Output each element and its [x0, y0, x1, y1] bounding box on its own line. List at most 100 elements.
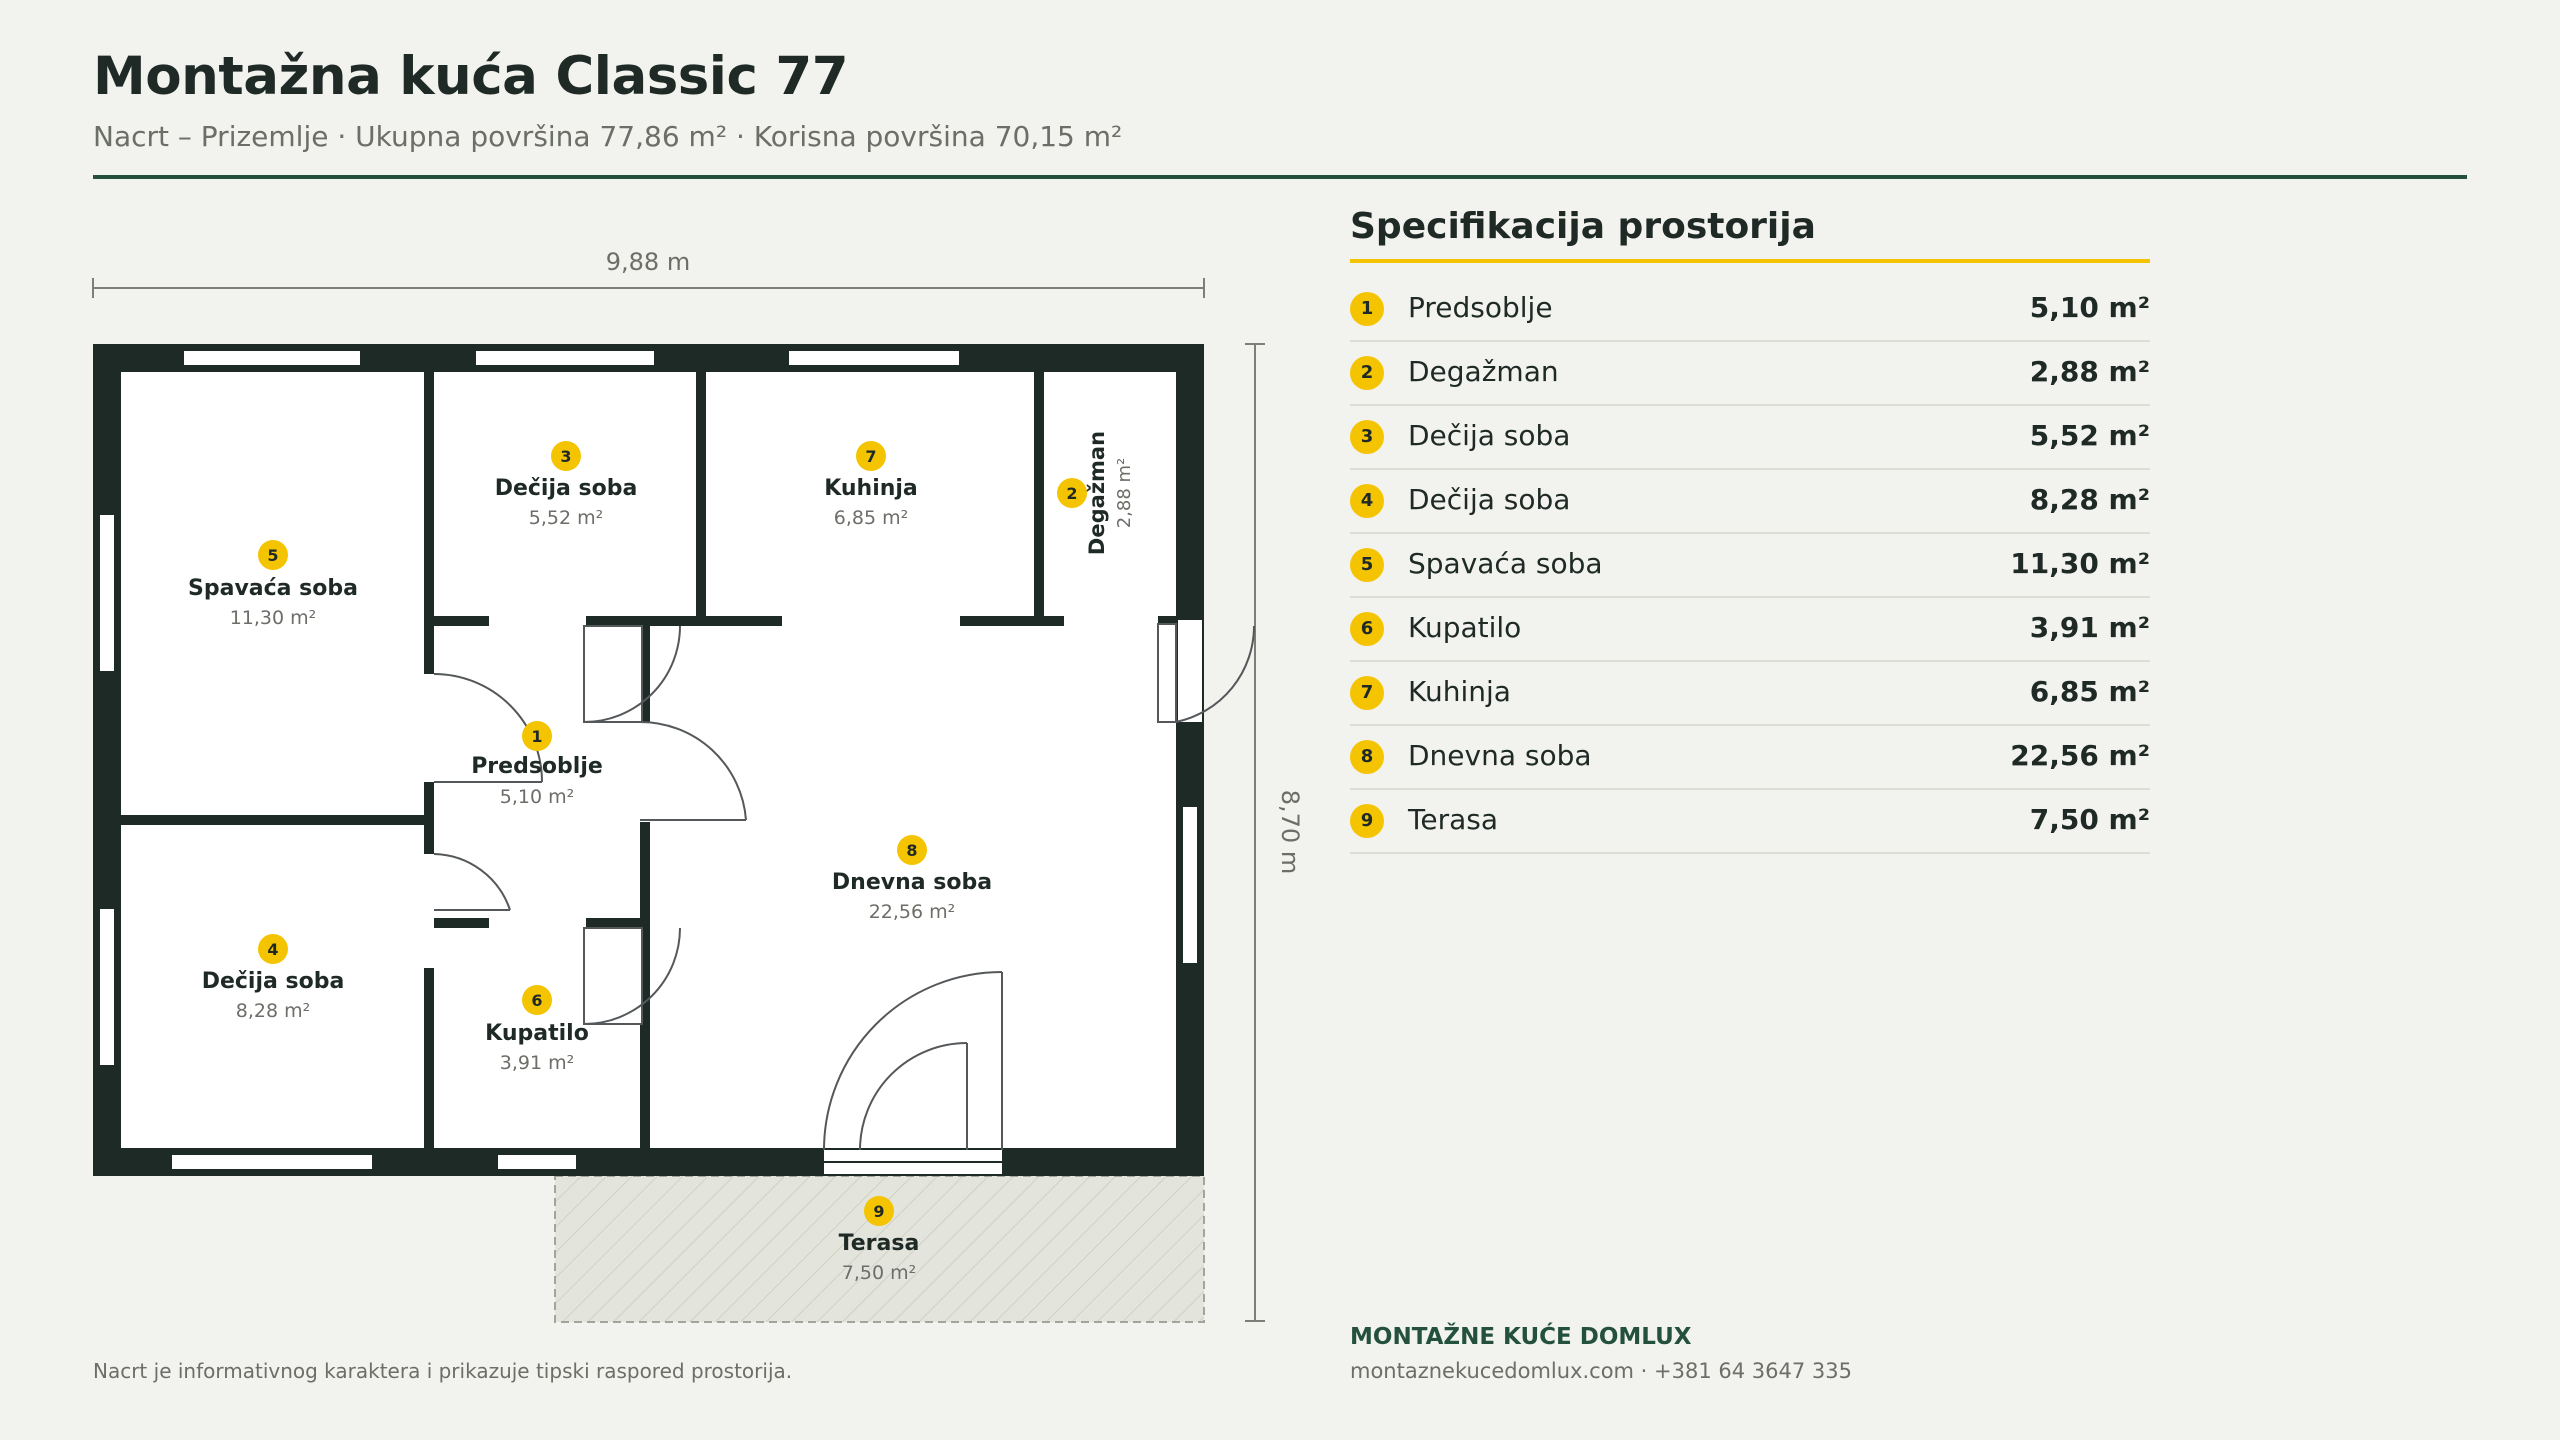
window: [1181, 805, 1199, 965]
room-name: Kuhinja: [824, 476, 918, 501]
room-label: 3 Dečija soba 5,52 m²: [495, 441, 638, 529]
room-name: Degažman: [1408, 355, 1559, 388]
room-area: 7,50 m²: [842, 1262, 916, 1284]
room-area: 22,56 m²: [869, 901, 956, 923]
room-area: 11,30 m²: [230, 607, 317, 629]
door-swings: [433, 623, 1255, 1151]
room-area: 6,85 m²: [834, 507, 908, 529]
room-area: 2,88 m²: [2029, 355, 2150, 388]
room-name: Dečija soba: [1408, 483, 1571, 516]
room-area: 8,28 m²: [2029, 483, 2150, 516]
room-name: Dečija soba: [202, 969, 345, 994]
room-number-badge: 4: [1350, 484, 1384, 518]
window: [182, 349, 362, 367]
room-number-badge: 7: [1350, 676, 1384, 710]
interior-walls: [121, 372, 1176, 1148]
page-subtitle: Nacrt – Prizemlje · Ukupna površina 77,8…: [93, 120, 1123, 153]
header-divider: [93, 175, 2467, 179]
room-name: Dečija soba: [1408, 419, 1571, 452]
spec-row: 3 Dečija soba 5,52 m²: [1350, 406, 2150, 470]
depth-dimension: 8,70 m: [1245, 343, 1304, 1322]
spec-row: 5 Spavaća soba 11,30 m²: [1350, 534, 2150, 598]
room-label: 5 Spavaća soba 11,30 m²: [188, 540, 358, 629]
room-area: 22,56 m²: [2010, 739, 2150, 772]
room-number: 5: [267, 546, 278, 565]
room-label: 7 Kuhinja 6,85 m²: [824, 441, 918, 529]
room-name: Kupatilo: [485, 1021, 589, 1046]
room-name: Terasa: [1408, 803, 1498, 836]
room-name: Kupatilo: [1408, 611, 1522, 644]
window: [474, 349, 656, 367]
room-number-badge: 2: [1350, 356, 1384, 390]
room-number: 6: [531, 991, 542, 1010]
room-number-badge: 3: [1350, 420, 1384, 454]
depth-dimension-label: 8,70 m: [1276, 790, 1304, 874]
room-area: 5,52 m²: [2029, 419, 2150, 452]
room-name: Kuhinja: [1408, 675, 1511, 708]
room-name: Dnevna soba: [1408, 739, 1592, 772]
spec-row: 8 Dnevna soba 22,56 m²: [1350, 726, 2150, 790]
room-area: 7,50 m²: [2029, 803, 2150, 836]
room-label: 8 Dnevna soba 22,56 m²: [832, 835, 992, 923]
room-name: Predsoblje: [471, 754, 603, 779]
window: [98, 513, 116, 673]
room-area: 5,10 m²: [2029, 291, 2150, 324]
room-name: Spavaća soba: [188, 576, 358, 601]
room-number: 7: [865, 447, 876, 466]
room-area: 8,28 m²: [236, 1000, 310, 1022]
windows: [98, 349, 1199, 1171]
spec-row: 7 Kuhinja 6,85 m²: [1350, 662, 2150, 726]
room-area: 11,30 m²: [2010, 547, 2150, 580]
room-number: 8: [906, 841, 917, 860]
floor-plan: 9,88 m 8,70 m: [92, 248, 1304, 1323]
spec-row: 1 Predsoblje 5,10 m²: [1350, 278, 2150, 342]
room-label: 9 Terasa 7,50 m²: [839, 1196, 920, 1284]
room-number: 9: [873, 1202, 884, 1221]
room-number: 3: [560, 447, 571, 466]
room-number-badge: 1: [1350, 292, 1384, 326]
room-area: 2,88 m²: [1114, 458, 1135, 529]
window: [787, 349, 961, 367]
room-area: 3,91 m²: [2029, 611, 2150, 644]
spec-row: 6 Kupatilo 3,91 m²: [1350, 598, 2150, 662]
spec-row: 9 Terasa 7,50 m²: [1350, 790, 2150, 854]
room-name: Terasa: [839, 1231, 920, 1256]
room-area: 6,85 m²: [2029, 675, 2150, 708]
width-dimension: 9,88 m: [92, 248, 1205, 298]
room-number-badge: 9: [1350, 804, 1384, 838]
window: [98, 907, 116, 1067]
room-area: 5,52 m²: [529, 507, 603, 529]
room-label: 1 Predsoblje 5,10 m²: [471, 721, 603, 808]
page-title: Montažna kuća Classic 77: [93, 46, 849, 107]
room-number: 4: [267, 940, 278, 959]
spec-row: 2 Degažman 2,88 m²: [1350, 342, 2150, 406]
contact-info: montaznekucedomlux.com · +381 64 3647 33…: [1350, 1359, 1852, 1383]
room-label: 6 Kupatilo 3,91 m²: [485, 985, 589, 1074]
room-number: 2: [1066, 484, 1077, 503]
window: [170, 1153, 374, 1171]
room-number-badge: 6: [1350, 612, 1384, 646]
room-area: 5,10 m²: [500, 786, 574, 808]
room-name: Dnevna soba: [832, 870, 992, 895]
room-label: 4 Dečija soba 8,28 m²: [202, 934, 345, 1022]
spec-list: 1 Predsoblje 5,10 m² 2 Degažman 2,88 m² …: [1350, 278, 2150, 854]
room-number-badge: 5: [1350, 548, 1384, 582]
room-name: Spavaća soba: [1408, 547, 1603, 580]
room-name: Dečija soba: [495, 476, 638, 501]
room-label: 2 Degažman 2,88 m²: [1057, 431, 1135, 555]
window: [496, 1153, 578, 1171]
room-name: Predsoblje: [1408, 291, 1553, 324]
room-number: 1: [531, 727, 542, 746]
brand-name: MONTAŽNE KUĆE DOMLUX: [1350, 1324, 1692, 1350]
spec-title: Specifikacija prostorija: [1350, 206, 1816, 247]
disclaimer-note: Nacrt je informativnog karaktera i prika…: [93, 1359, 793, 1383]
width-dimension-label: 9,88 m: [606, 248, 690, 276]
room-number-badge: 8: [1350, 740, 1384, 774]
room-area: 3,91 m²: [500, 1052, 574, 1074]
spec-title-underline: [1350, 259, 2150, 263]
room-name: Degažman: [1085, 431, 1109, 555]
exterior-walls: [93, 344, 1204, 1176]
entrance-door-opening: [1178, 620, 1202, 722]
spec-row: 4 Dečija soba 8,28 m²: [1350, 470, 2150, 534]
